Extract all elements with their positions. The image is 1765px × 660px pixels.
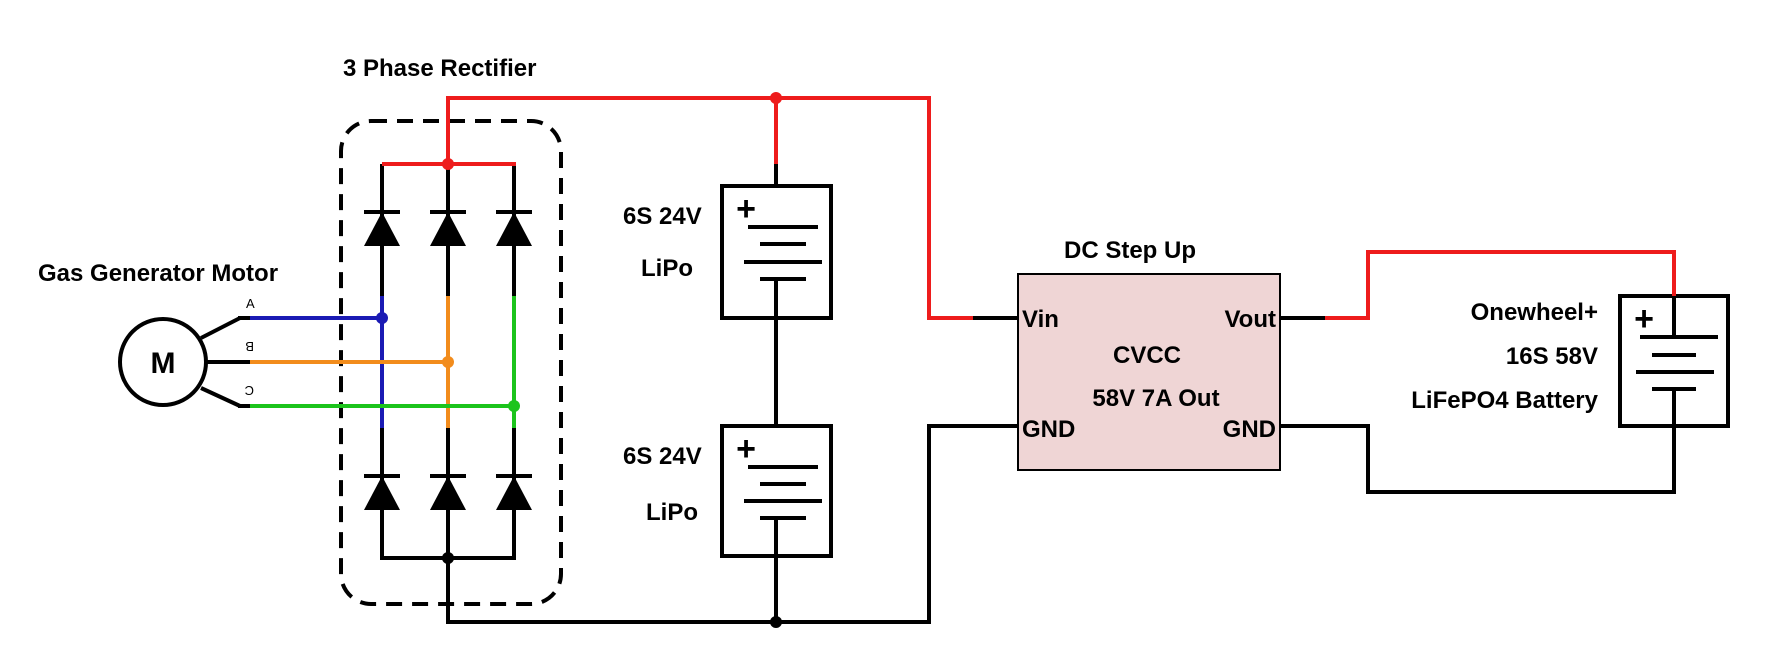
rectifier-title: 3 Phase Rectifier — [343, 55, 536, 82]
phase-c-junction — [508, 400, 520, 412]
diode-symbol-icon — [496, 474, 532, 510]
diode-symbol-icon — [430, 474, 466, 510]
battery1-plus: + — [736, 190, 756, 228]
ground-junction — [770, 616, 782, 628]
phase-c-label: C — [245, 383, 254, 398]
ground-bus — [446, 316, 1676, 624]
onewheel-spec: 16S 58V — [1506, 343, 1598, 370]
battery-symbol-icon — [720, 424, 833, 558]
mode-label: CVCC — [1113, 342, 1181, 369]
rating-label: 58V 7A Out — [1092, 385, 1219, 412]
motor-title: Gas Generator Motor — [38, 260, 278, 287]
converter-box — [1017, 273, 1281, 471]
battery2-chemistry: LiPo — [646, 499, 698, 526]
phase-a-label: A — [246, 296, 255, 311]
battery2-voltage: 6S 24V — [623, 443, 702, 470]
onewheel-chemistry: LiFePO4 Battery — [1411, 387, 1598, 414]
ground-junction — [442, 552, 454, 564]
positive-junction — [770, 92, 782, 104]
gnd-out-label: GND — [1223, 416, 1276, 443]
vout-label: Vout — [1224, 306, 1276, 333]
battery2-plus: + — [736, 430, 756, 468]
diode-symbol-icon — [496, 210, 532, 246]
motor-symbol-label: M — [151, 347, 176, 380]
phase-b-junction — [442, 356, 454, 368]
diode-symbol-icon — [364, 474, 400, 510]
diode-symbol-icon — [364, 210, 400, 246]
phase-a-junction — [376, 312, 388, 324]
onewheel-name: Onewheel+ — [1471, 299, 1598, 326]
vin-label: Vin — [1022, 306, 1059, 333]
battery-symbol-icon — [720, 164, 833, 320]
motor-symbol-icon: M — [118, 316, 252, 408]
battery-symbol-icon — [1618, 272, 1730, 428]
positive-junction — [442, 158, 454, 170]
phase-b-label: B — [245, 339, 254, 354]
battery1-voltage: 6S 24V — [623, 203, 702, 230]
converter-title: DC Step Up — [1064, 237, 1196, 264]
onewheel-plus: + — [1634, 300, 1654, 338]
gnd-in-label: GND — [1022, 416, 1075, 443]
battery1-chemistry: LiPo — [641, 255, 693, 282]
diode-symbol-icon — [430, 210, 466, 246]
